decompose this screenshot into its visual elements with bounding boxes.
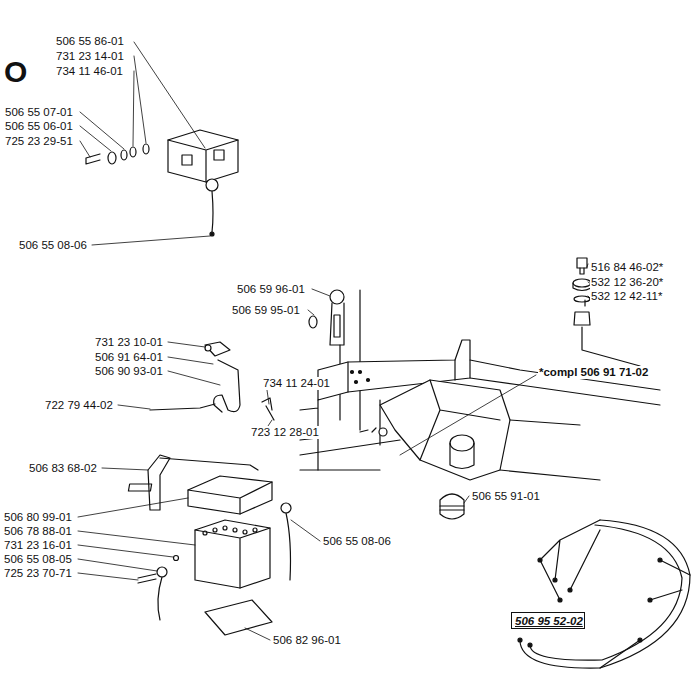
part-number: 506 55 08-05 xyxy=(3,553,73,566)
part-number: 734 11 46-01 xyxy=(55,65,124,78)
part-number: 506 83 68-02 xyxy=(28,462,98,475)
part-number: 731 23 14-01 xyxy=(55,50,125,63)
part-number: 506 55 08-06 xyxy=(322,535,392,548)
bolts-washers xyxy=(86,144,149,164)
part-number: 731 23 16-01 xyxy=(3,539,73,552)
frame-panel xyxy=(300,340,660,519)
solenoid xyxy=(168,130,238,236)
part-number: 506 91 64-01 xyxy=(94,351,164,364)
part-number: 506 59 96-01 xyxy=(236,283,306,296)
part-number: 516 84 46-02* xyxy=(590,261,664,274)
battery-pad xyxy=(205,600,272,635)
part-number: 722 79 44-02 xyxy=(44,399,114,412)
part-number: 506 55 86-01 xyxy=(55,35,125,48)
part-number: 506 80 99-01 xyxy=(3,511,73,524)
leader-lines xyxy=(78,42,591,640)
part-number: 506 78 88-01 xyxy=(3,525,73,538)
part-number-box: 506 95 52-02 xyxy=(511,612,585,629)
battery xyxy=(138,503,291,620)
part-number: 506 90 93-01 xyxy=(94,365,164,378)
part-number: 725 23 70-71 xyxy=(3,567,73,580)
choke-lever xyxy=(309,290,360,430)
part-number: 506 59 95-01 xyxy=(231,304,301,317)
part-number: 532 12 36-20* xyxy=(590,276,664,289)
wiring-harness xyxy=(518,520,690,668)
ignition-switch xyxy=(573,258,640,366)
part-number: 731 23 10-01 xyxy=(94,336,164,349)
part-number: *compl 506 91 71-02 xyxy=(538,366,649,379)
cable-bracket xyxy=(150,342,274,420)
part-number: 506 55 91-01 xyxy=(471,490,541,503)
part-number: 734 11 24-01 xyxy=(262,377,331,390)
part-number: 725 23 29-51 xyxy=(4,135,74,148)
part-number: 532 12 42-11* xyxy=(590,290,663,303)
battery-cover xyxy=(128,476,272,514)
kit-number: 506 95 52-02 xyxy=(515,615,581,628)
part-number: 723 12 28-01 xyxy=(250,426,320,439)
section-letter: O xyxy=(4,56,27,88)
part-number: 506 55 07-01 xyxy=(4,106,74,119)
part-number: 506 55 08-06 xyxy=(18,239,88,252)
part-number: 506 82 96-01 xyxy=(272,634,342,647)
part-number: 506 55 06-01 xyxy=(4,120,74,133)
